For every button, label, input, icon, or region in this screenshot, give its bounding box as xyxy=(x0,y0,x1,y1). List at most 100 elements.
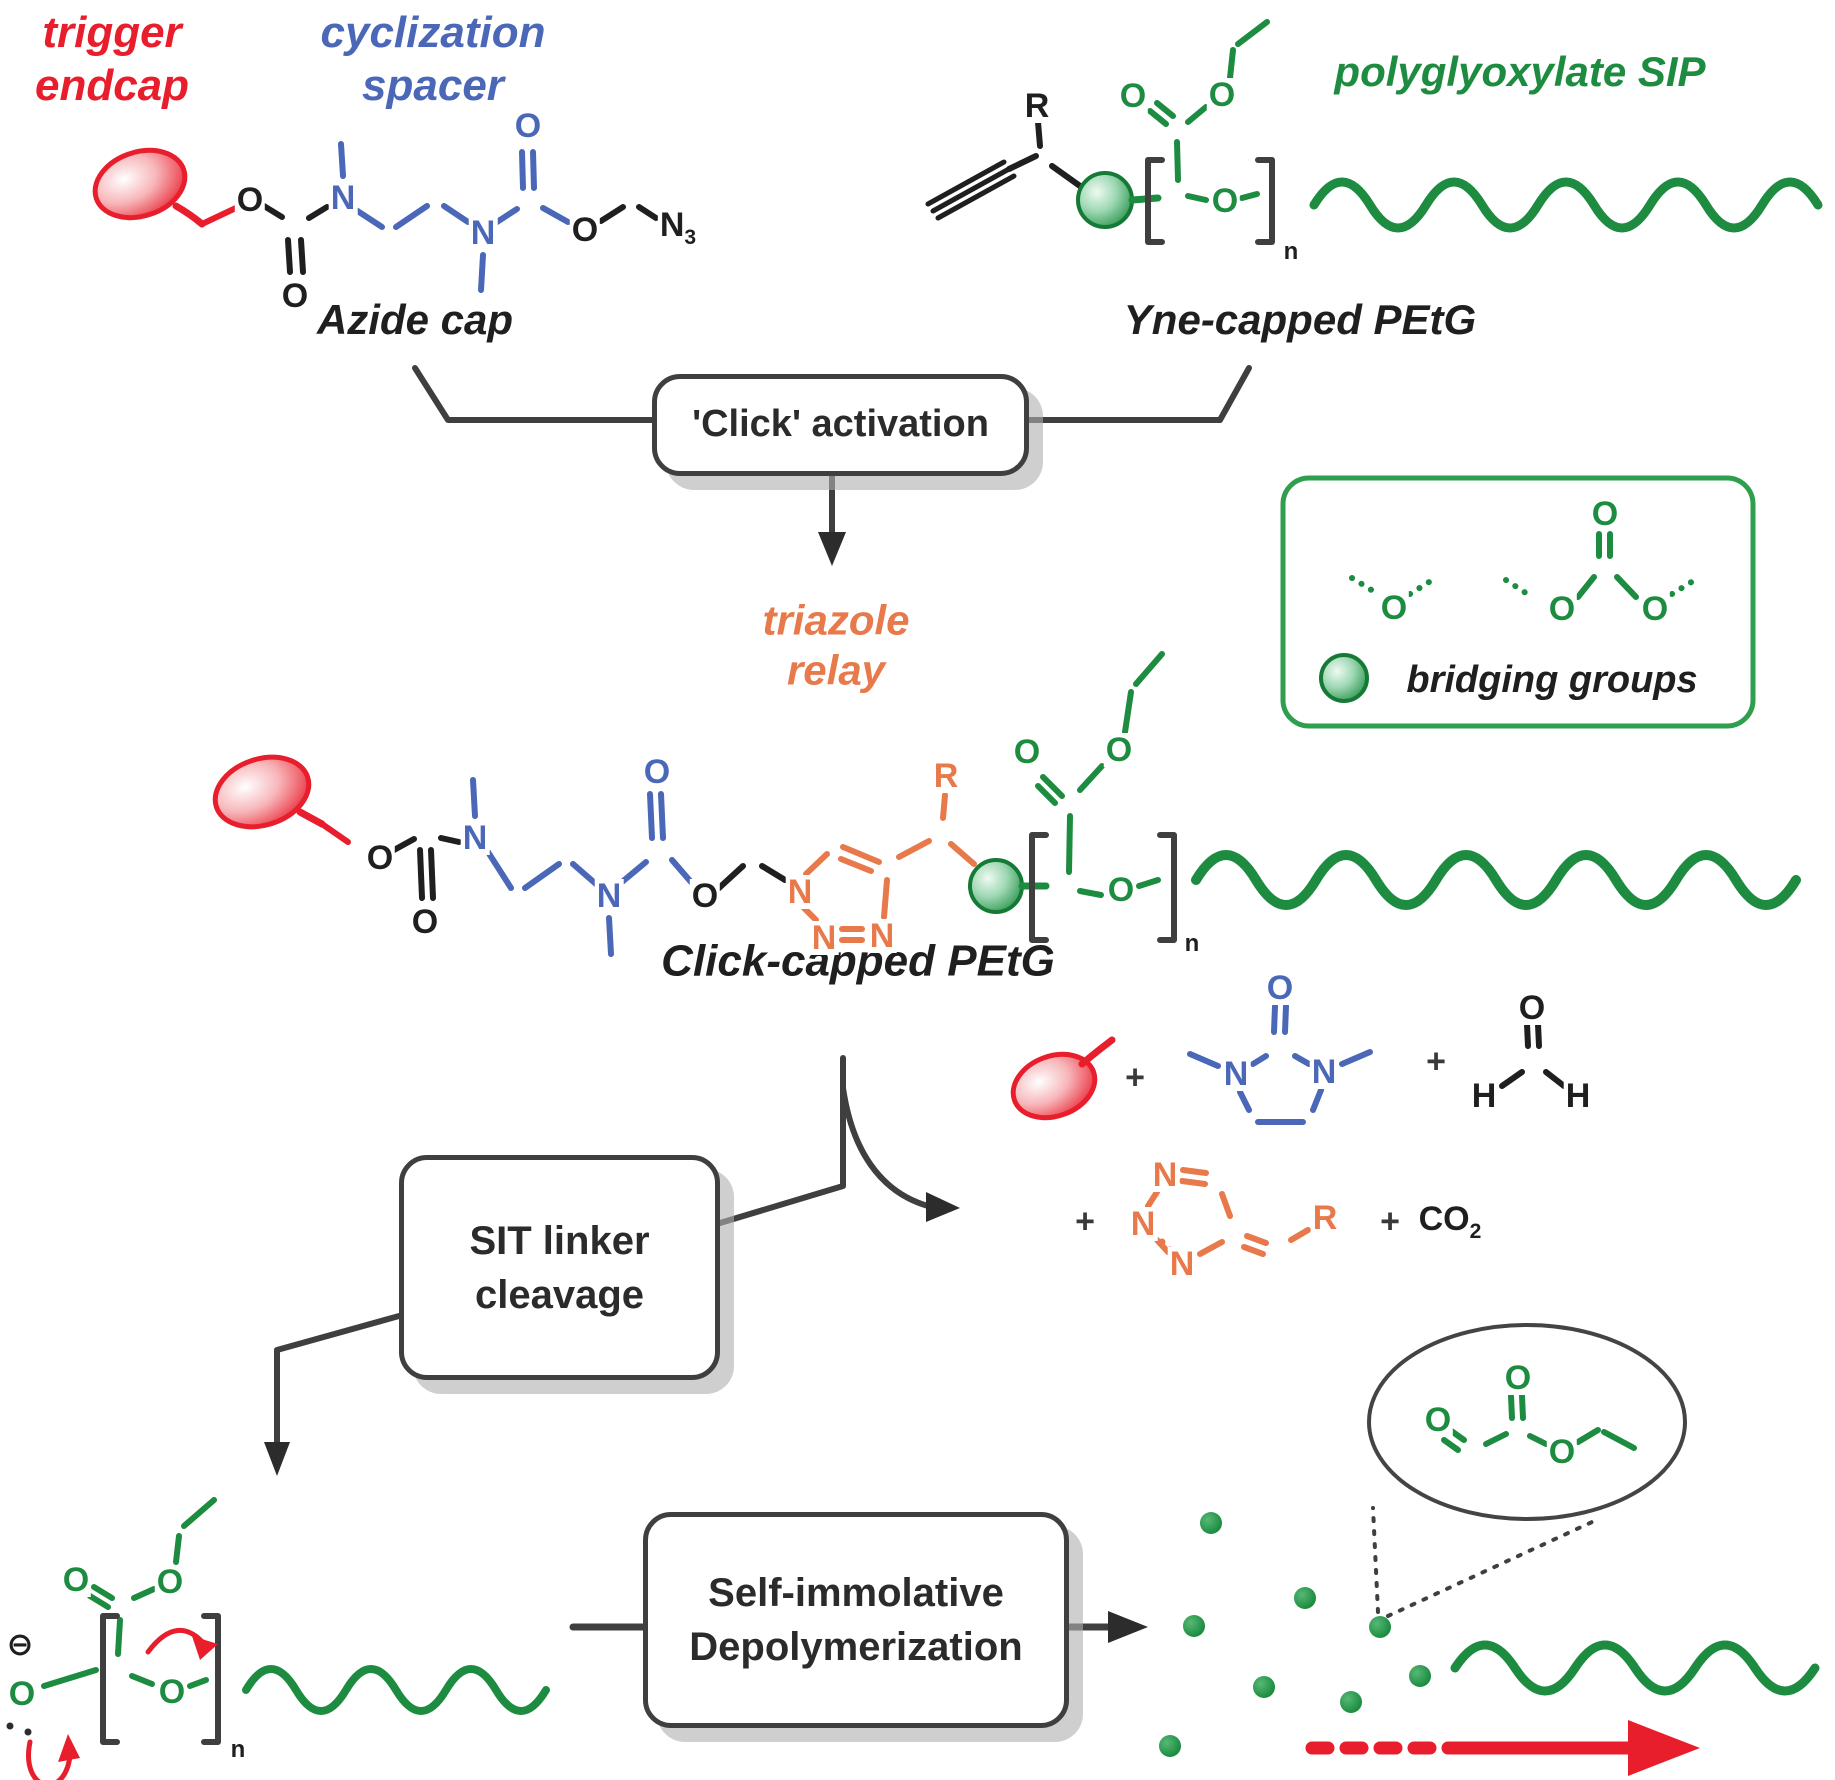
anionic-petg-structure xyxy=(6,1497,550,1780)
ethyl-glyoxylate-callout xyxy=(1367,1323,1687,1618)
atom-symbol: N xyxy=(330,179,356,217)
atom-label: N xyxy=(468,214,498,252)
atom-label: N xyxy=(594,877,624,915)
atom-label: O xyxy=(512,107,544,145)
atom-symbol: O xyxy=(1119,77,1147,115)
atom-symbol: O xyxy=(8,1675,36,1713)
trigger-endcap-balloon-icon xyxy=(212,754,326,830)
caption-line: endcap xyxy=(34,61,190,110)
monomer-dot xyxy=(1253,1676,1275,1698)
atom-label: O xyxy=(689,879,721,913)
atom-label: O xyxy=(1264,971,1296,1005)
process-box-click-activation: 'Click' activation xyxy=(652,374,1029,476)
atom-symbol: N xyxy=(659,206,685,245)
atom-symbol: O xyxy=(1548,590,1576,628)
atom-label: O xyxy=(1516,989,1548,1027)
bridging-groups-legend xyxy=(1280,475,1756,729)
caption-bridging-groups: bridging groups xyxy=(1406,658,1697,704)
atom-label: N xyxy=(785,873,815,911)
atom-symbol: O xyxy=(411,903,439,941)
atom-label: O xyxy=(364,839,396,877)
caption-line: relay xyxy=(786,647,886,694)
atom-label: N xyxy=(867,919,897,953)
atom-symbol: N xyxy=(470,214,496,252)
atom-label: O xyxy=(279,279,311,313)
atom-symbol: R xyxy=(1312,1199,1338,1237)
monomer-dot xyxy=(1340,1691,1362,1713)
plus-sign: + xyxy=(1380,1202,1400,1241)
atom-label: N xyxy=(1128,1207,1158,1241)
caption-polyglyoxylate-sip: polyglyoxylate SIP xyxy=(1334,47,1705,97)
plus-sign: + xyxy=(1426,1042,1446,1081)
formaldehyde-structure xyxy=(1499,1021,1567,1089)
atom-symbol: R xyxy=(1024,87,1050,125)
polymer-squiggle xyxy=(1309,177,1823,233)
atom-symbol: CO xyxy=(1418,1200,1470,1239)
atom-symbol: N xyxy=(596,877,622,915)
caption-line: Yne-capped PEtG xyxy=(1123,295,1477,343)
atom-symbol: O xyxy=(1105,731,1133,769)
repeat-bracket-right xyxy=(1157,832,1177,943)
process-box-line: Depolymerization xyxy=(689,1625,1023,1669)
atom-label: O xyxy=(1206,76,1238,114)
process-box-line: SIT linker xyxy=(469,1218,650,1263)
caption-line: spacer xyxy=(362,61,504,110)
atom-symbol: O xyxy=(514,107,542,145)
atom-symbol: ⊖ xyxy=(6,1626,34,1662)
atom-symbol: N xyxy=(1152,1156,1178,1194)
click-activation-connectors xyxy=(412,365,1252,566)
atom-label: O xyxy=(1546,590,1578,628)
atom-symbol: n xyxy=(1283,238,1299,265)
atom-label: R xyxy=(931,757,961,795)
process-box-sit-linker-cleavage: SIT linker cleavage xyxy=(399,1155,720,1380)
monomer-dot xyxy=(1159,1735,1181,1757)
atom-label: O xyxy=(641,755,673,789)
atom-label: H xyxy=(1469,1079,1499,1113)
click-capped-petg-structure xyxy=(212,651,1801,957)
electron-push-arrowhead xyxy=(58,1734,80,1762)
caption-line: Click-capped PEtG xyxy=(661,936,1055,986)
atom-symbol: O xyxy=(1641,590,1669,628)
atom-label: O xyxy=(1209,184,1241,218)
atom-label: N3 xyxy=(657,206,699,248)
atom-label: n xyxy=(1182,932,1202,956)
atom-symbol: O xyxy=(1208,76,1236,114)
electron-push-arrowhead xyxy=(192,1636,218,1660)
atom-label: N xyxy=(328,179,358,217)
process-box-line: Self-immolative xyxy=(708,1571,1004,1615)
caption-line: trigger xyxy=(42,8,182,58)
atom-symbol: O xyxy=(158,1673,186,1711)
azide-cap-structure xyxy=(92,141,659,293)
atom-symbol: O xyxy=(236,181,264,219)
electron-push-arrow xyxy=(26,1739,73,1780)
atom-symbol: O xyxy=(1518,989,1546,1027)
atom-label: H xyxy=(1563,1079,1593,1113)
caption-line: Azide cap xyxy=(316,295,514,343)
trigger-endcap-balloon-icon xyxy=(92,147,206,228)
down-arrowhead xyxy=(818,532,846,566)
atom-symbol: O xyxy=(1107,871,1135,909)
down-arrowhead xyxy=(264,1442,290,1476)
caption-azide-cap: Azide cap xyxy=(317,295,513,345)
process-box-line: cleavage xyxy=(474,1272,645,1317)
atom-symbol: N xyxy=(1223,1055,1249,1093)
atom-symbol: O xyxy=(1548,1433,1576,1471)
yne-capped-petg-structure xyxy=(925,19,1823,245)
atom-symbol: O xyxy=(1591,495,1619,533)
repeat-bracket-right xyxy=(201,1613,221,1745)
atom-symbol: N xyxy=(787,873,813,911)
atom-label: O xyxy=(1422,1403,1454,1437)
atom-symbol: O xyxy=(366,839,394,877)
polymer-squiggle xyxy=(242,1665,550,1715)
atom-label: O xyxy=(154,1565,186,1599)
repeat-bracket-left xyxy=(1029,832,1049,943)
atom-label: N xyxy=(1221,1055,1251,1093)
atom-label: N xyxy=(809,921,839,955)
atom-label: O xyxy=(6,1675,38,1713)
atom-symbol: R xyxy=(933,757,959,795)
atom-label: ⊖ xyxy=(4,1626,36,1662)
atom-symbol: O xyxy=(1504,1359,1532,1397)
